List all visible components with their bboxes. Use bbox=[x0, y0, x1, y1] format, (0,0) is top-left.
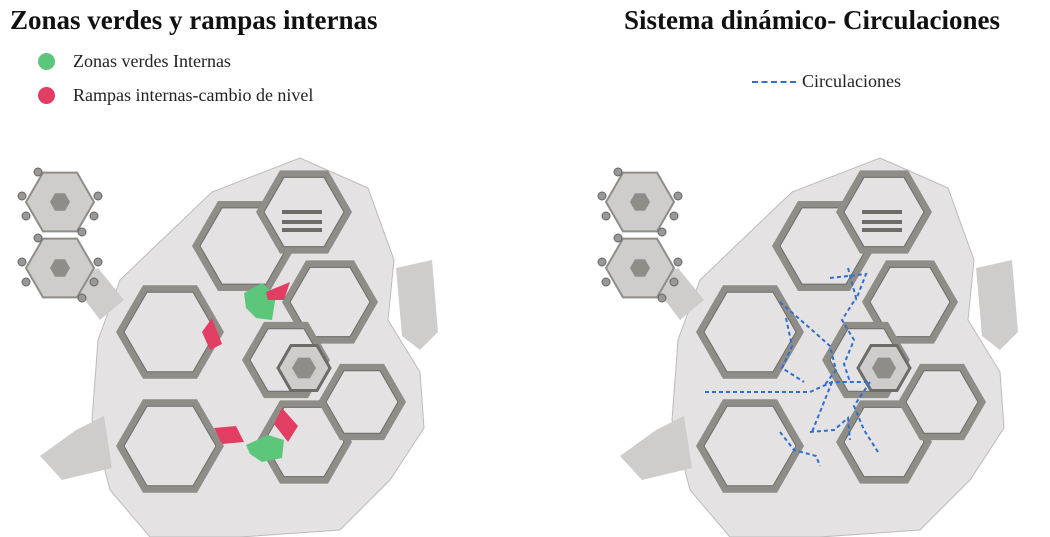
pavilion-column-2-5 bbox=[613, 233, 623, 243]
pavilion-column-2-1 bbox=[597, 257, 607, 267]
ramps-layer bbox=[202, 282, 298, 444]
circulation-path-south bbox=[779, 431, 821, 467]
pavilion-column-1-6 bbox=[77, 227, 87, 237]
circulation-path-main-west bbox=[705, 381, 870, 393]
pavilion-column-2-4 bbox=[669, 277, 679, 287]
room-floor-3 bbox=[123, 291, 217, 373]
circulation-path-east bbox=[852, 381, 879, 453]
pavilion-core-2 bbox=[50, 259, 70, 277]
legend-label-circulations: Circulaciones bbox=[802, 71, 901, 91]
circulation-path-center bbox=[811, 381, 833, 433]
pavilion-column-1-5 bbox=[613, 167, 623, 177]
pavilion-column-1-1 bbox=[17, 191, 27, 201]
building-base-right bbox=[597, 157, 1018, 537]
room-floor-6 bbox=[703, 405, 797, 487]
west-arm bbox=[40, 416, 112, 480]
ramp-top bbox=[266, 282, 290, 300]
pavilion-core-1 bbox=[630, 193, 650, 211]
room-floor-4 bbox=[289, 266, 371, 338]
stair-bar-1 bbox=[282, 210, 322, 214]
pavilion-core-1 bbox=[50, 193, 70, 211]
pavilion-column-1-2 bbox=[21, 211, 31, 221]
pavilion-core-2 bbox=[630, 259, 650, 277]
room-floor-8 bbox=[325, 370, 399, 434]
stair-bar-3 bbox=[282, 228, 322, 232]
stair-bar-1 bbox=[862, 210, 902, 214]
pavilion-column-2-6 bbox=[77, 293, 87, 303]
central-ring-core bbox=[292, 357, 316, 379]
legend-label-green-zones: Zonas verdes Internas bbox=[73, 51, 231, 71]
stair-bar-2 bbox=[282, 220, 322, 224]
room-floor-6 bbox=[123, 405, 217, 487]
site-plan-green-ramps bbox=[0, 150, 460, 537]
circulation-path-west-branch bbox=[780, 317, 805, 383]
legend-item-ramps: Rampas internas-cambio de nivel bbox=[38, 85, 313, 106]
stair-bar-3 bbox=[862, 228, 902, 232]
pavilion-column-1-2 bbox=[601, 211, 611, 221]
pavilion-column-2-1 bbox=[17, 257, 27, 267]
site-plan-circulation bbox=[580, 150, 1040, 537]
east-arm bbox=[976, 260, 1018, 350]
pavilion-column-1-4 bbox=[89, 211, 99, 221]
ramp-left bbox=[202, 318, 222, 350]
green-dot-icon bbox=[38, 53, 55, 70]
red-dot-icon bbox=[38, 87, 55, 104]
pavilion-column-1-6 bbox=[657, 227, 667, 237]
pavilion-column-1-5 bbox=[33, 167, 43, 177]
pavilion-column-1-1 bbox=[597, 191, 607, 201]
ramp-bottom-left bbox=[214, 426, 244, 444]
right-panel-title: Sistema dinámico- Circulaciones bbox=[624, 5, 1000, 35]
room-floor-4 bbox=[869, 266, 951, 338]
west-arm bbox=[620, 416, 692, 480]
circulation-path-diagonal bbox=[779, 301, 838, 387]
legend-item-green-zones: Zonas verdes Internas bbox=[38, 51, 231, 72]
pavilion-column-1-3 bbox=[673, 191, 683, 201]
room-floor-8 bbox=[905, 370, 979, 434]
pavilion-column-2-4 bbox=[89, 277, 99, 287]
building-base-left bbox=[17, 157, 438, 537]
circulation-paths-layer bbox=[705, 267, 879, 467]
pavilion-column-2-2 bbox=[601, 277, 611, 287]
pavilion-column-2-5 bbox=[33, 233, 43, 243]
room-floor-3 bbox=[703, 291, 797, 373]
legend-item-circulations: Circulaciones bbox=[752, 71, 901, 92]
dashed-line-icon bbox=[752, 80, 796, 83]
pavilion-column-2-6 bbox=[657, 293, 667, 303]
green-zone-bottom bbox=[246, 435, 284, 462]
central-ring-core bbox=[872, 357, 896, 379]
pavilion-column-2-2 bbox=[21, 277, 31, 287]
stair-bar-2 bbox=[862, 220, 902, 224]
pavilion-column-1-3 bbox=[93, 191, 103, 201]
pavilion-column-1-4 bbox=[669, 211, 679, 221]
legend-label-ramps: Rampas internas-cambio de nivel bbox=[73, 85, 314, 105]
pavilion-column-2-3 bbox=[673, 257, 683, 267]
ramp-bottom-right bbox=[274, 408, 298, 442]
building-plan-drawing-left bbox=[17, 157, 438, 537]
left-panel-title: Zonas verdes y rampas internas bbox=[10, 5, 378, 35]
pavilion-column-2-3 bbox=[93, 257, 103, 267]
building-plan-drawing-right bbox=[597, 157, 1018, 537]
east-arm bbox=[396, 260, 438, 350]
circulation-path-north-east bbox=[829, 272, 868, 301]
